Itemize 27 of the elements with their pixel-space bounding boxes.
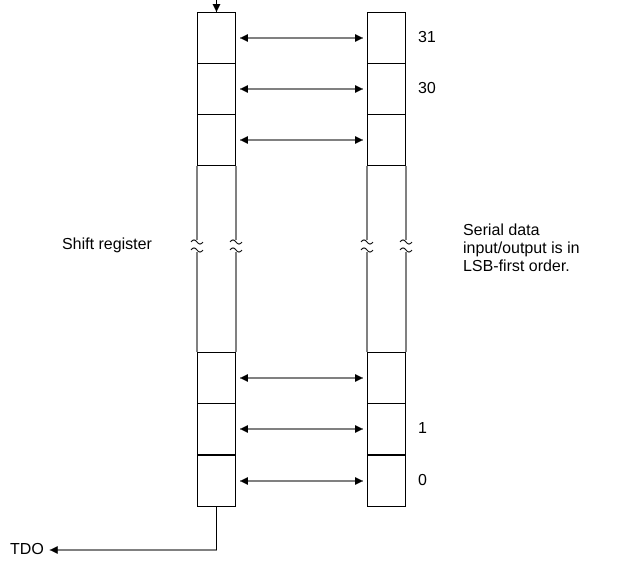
arrow: [49, 506, 217, 554]
register-cell: [367, 352, 406, 404]
register-cell: [367, 455, 406, 507]
register-cell: [367, 114, 406, 166]
register-cell: [197, 352, 236, 404]
register-cell: [197, 403, 236, 455]
arrow: [240, 136, 364, 144]
register-cell: [367, 63, 406, 115]
register-cell: [197, 12, 236, 64]
arrow: [240, 477, 364, 485]
arrow: [240, 34, 364, 42]
register-label: Shift register: [62, 236, 152, 254]
arrow: [240, 425, 364, 433]
note-text: Serial data input/output is in LSB-first order.: [463, 222, 581, 276]
bit-number: 31: [418, 29, 436, 47]
register-cell: [367, 403, 406, 455]
arrow: [212, 0, 220, 12]
signal-label: TDO: [10, 541, 44, 559]
register-cell: [197, 114, 236, 166]
arrow: [240, 374, 364, 382]
bit-number: 1: [418, 420, 427, 438]
register-cell: [197, 63, 236, 115]
bit-number: 0: [418, 472, 427, 490]
register-cell: [197, 455, 236, 507]
register-cell: [367, 12, 406, 64]
arrow: [240, 85, 364, 93]
bit-number: 30: [418, 80, 436, 98]
